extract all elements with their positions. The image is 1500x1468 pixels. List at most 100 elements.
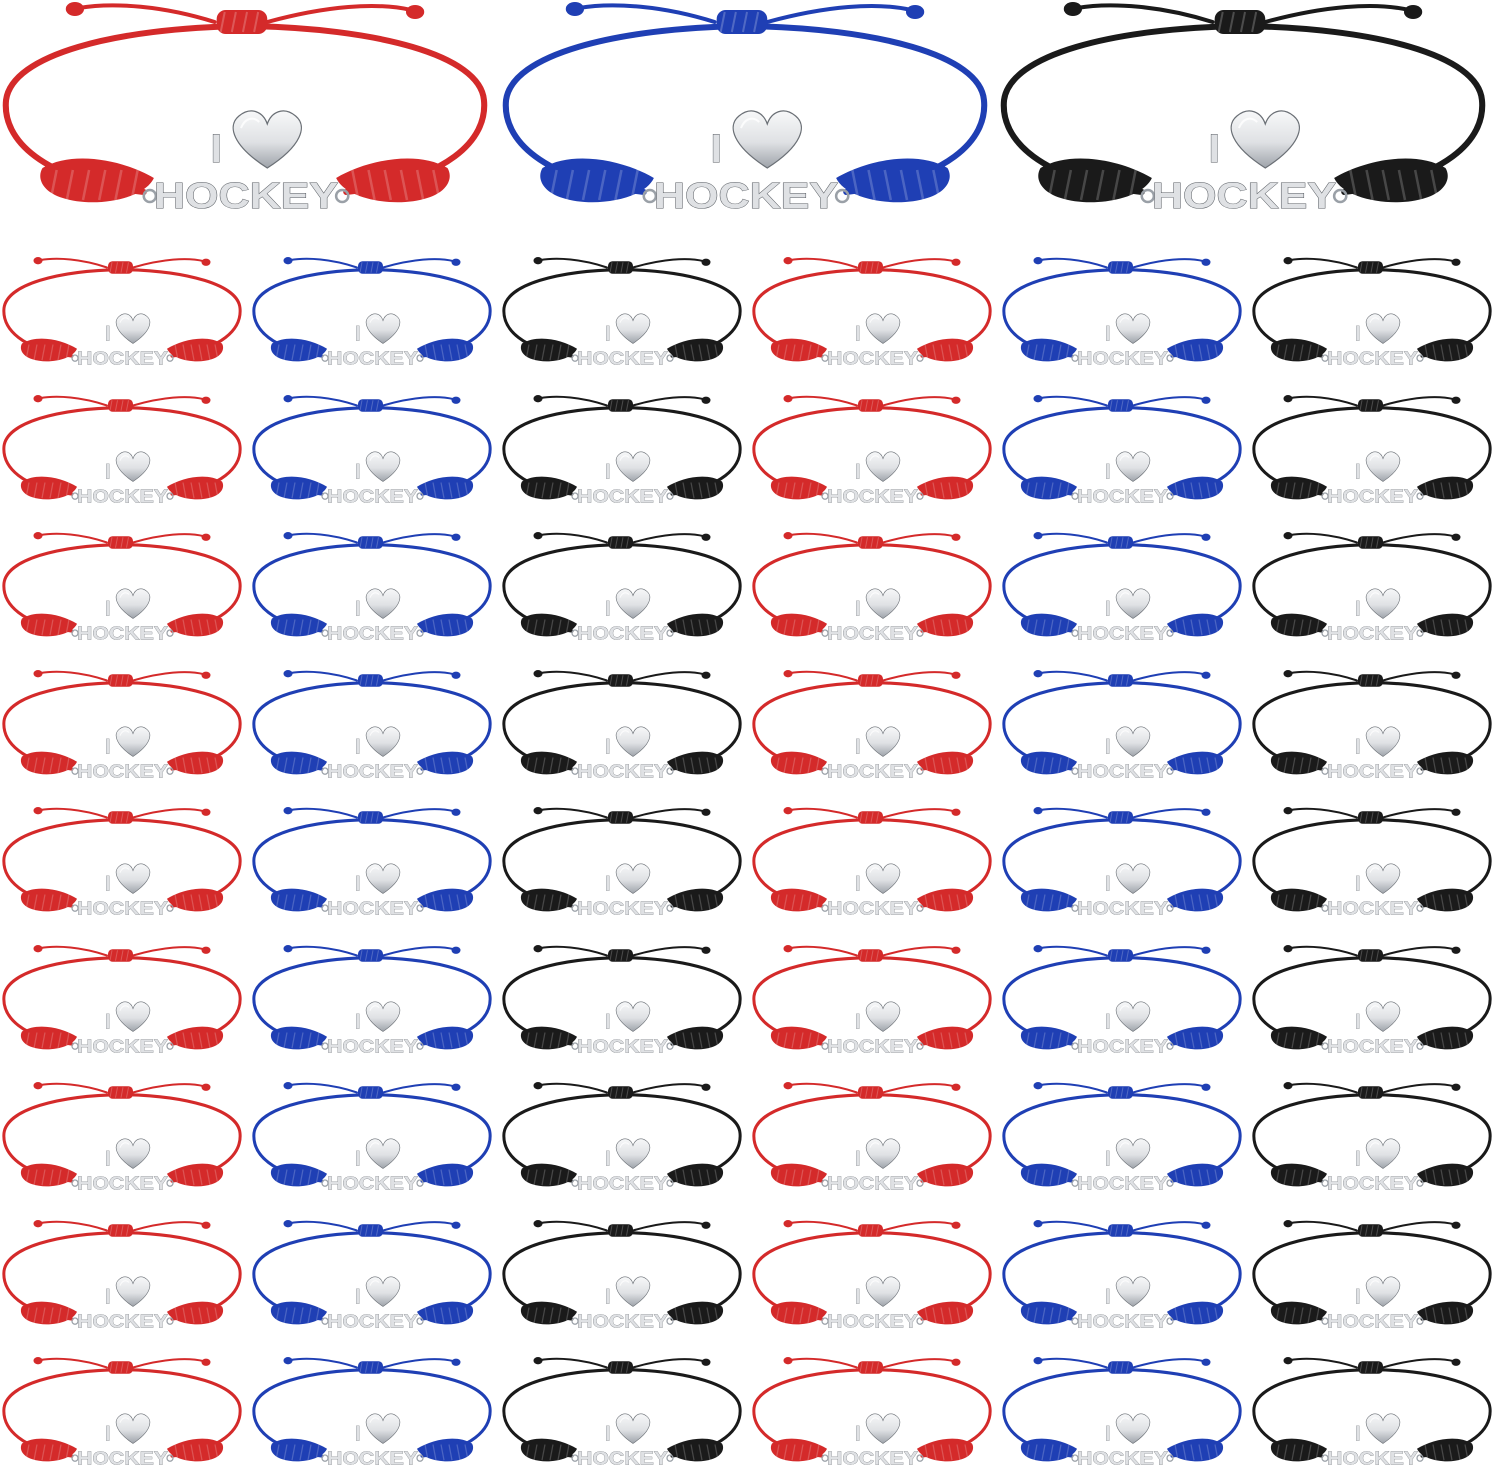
heart-icon [1365,588,1401,619]
charm-word-text: HOCKEY [577,485,668,506]
wrap-knot-right [1417,888,1474,912]
wrap-knot-right [1417,613,1474,637]
charm-ring-right [916,491,924,500]
charm-word-text: HOCKEY [577,622,668,643]
end-knot-left [33,532,43,540]
wrap-knot-left [540,158,654,203]
wrap-knot-right [1167,613,1224,637]
cord-end-left [1289,1357,1358,1369]
wrap-knot-right [1417,338,1474,362]
cord-end-right [632,945,705,957]
heart-icon [865,450,901,482]
charm-word-text: HOCKEY [77,897,168,918]
charm-ring-right [166,1179,174,1187]
end-knot-left [783,532,793,540]
charm-ring-left [642,188,658,204]
charm-prefix-text: I [855,323,861,345]
sliding-knot [108,948,133,962]
charm-ring-left [821,904,829,912]
wrap-knot-right [667,1438,724,1462]
sliding-knot [108,811,133,824]
heart-icon [115,1275,151,1307]
sliding-knot [858,948,883,962]
heart-icon [1115,450,1151,482]
charm-prefix-text: I [605,1286,611,1308]
cord-end-right [882,1083,955,1094]
cord-end-left [539,395,608,407]
heart-icon [365,725,401,757]
charm-prefix-text: I [605,873,611,895]
charm-prefix-text: I [105,736,111,758]
charm-ring-left [571,1179,579,1187]
charm-ring-left [1321,766,1329,775]
end-knot-right [1451,396,1461,404]
charm-word-text: HOCKEY [327,347,418,368]
cord-end-right [882,670,955,682]
end-knot-right [1451,258,1461,266]
end-knot-left [1283,1082,1293,1090]
wrap-knot-left [770,1026,827,1049]
heart-icon [115,863,151,894]
cord-end-left [1289,807,1358,819]
heart-icon [115,450,151,482]
cord-end-left [789,945,858,957]
cord-end-left [39,257,108,269]
charm-ring-right [1416,1316,1424,1325]
sliding-knot [1214,10,1266,34]
cord-end-right [132,945,205,957]
end-knot-left [1283,394,1293,402]
charm-ring-left [821,629,829,637]
end-knot-right [701,946,711,954]
end-knot-left [33,669,43,677]
charm-word-text: HOCKEY [327,1035,418,1056]
charm-ring-right [834,188,850,204]
charm-ring-right [1166,904,1174,912]
charm-ring-left [1321,354,1329,362]
charm-ring-right [416,1179,424,1187]
heart-icon [865,1000,901,1032]
charm-prefix-text: I [855,873,861,895]
heart-icon [865,588,901,619]
end-knot-right [951,1083,961,1091]
sliding-knot [108,1223,133,1237]
end-knot-right [1201,1358,1211,1366]
heart-icon [615,1275,651,1307]
cord-end-left [539,532,608,544]
charm-word-text: HOCKEY [827,760,918,781]
charm-ring-right [1416,1041,1424,1050]
charm-ring-left [821,354,829,362]
sliding-knot [608,673,633,687]
sliding-knot [608,398,633,412]
charm-ring-left [571,354,579,362]
cord-end-left [289,257,358,269]
cord-end-right [1382,945,1455,957]
wrap-knot-right [167,1026,224,1049]
charm-word-text: HOCKEY [827,1310,918,1331]
wrap-knot-left [20,1163,77,1187]
charm-prefix-text: I [355,736,361,758]
charm-prefix-text: I [1105,1286,1111,1308]
heart-icon [1115,313,1151,344]
charm-ring-left [571,491,579,500]
charm-ring-left [571,1316,579,1325]
end-knot-right [951,946,961,954]
sliding-knot [216,10,268,34]
end-knot-right [951,396,961,404]
charm-word-text: HOCKEY [827,1447,918,1468]
cord-end-left [1074,3,1215,24]
end-knot-right [451,533,461,541]
charm-word-text: HOCKEY [327,897,418,918]
end-knot-left [783,944,793,952]
charm-ring-left [1071,766,1079,775]
heart-icon [1115,863,1151,894]
sliding-knot [608,948,633,962]
